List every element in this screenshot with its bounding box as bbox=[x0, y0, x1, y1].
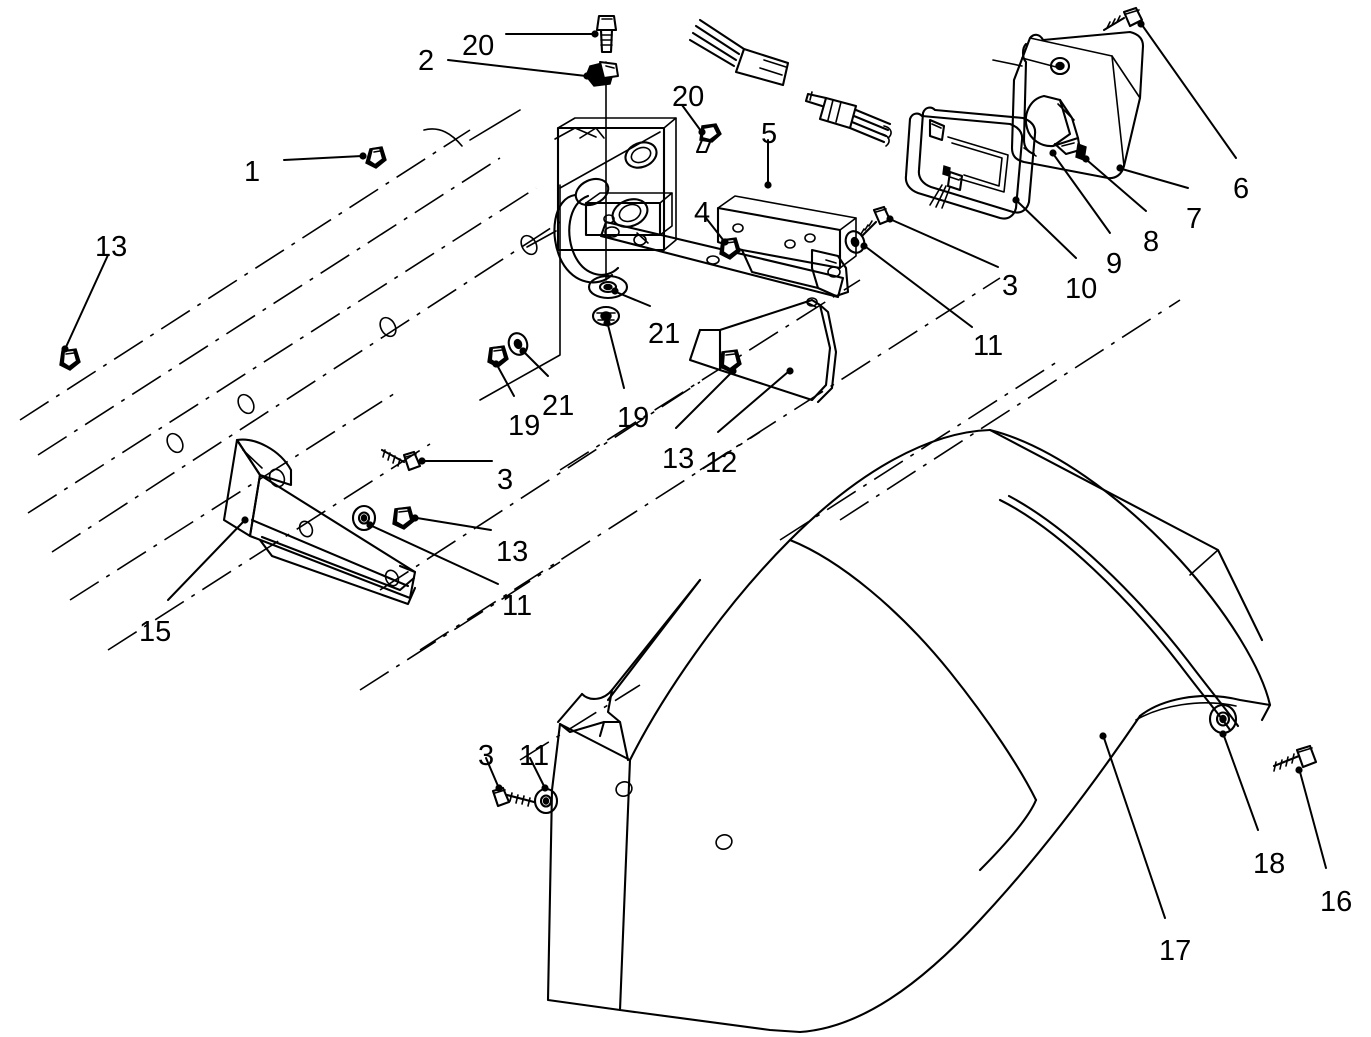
callout-number-20: 20 bbox=[462, 30, 495, 62]
support-arm-and-flap-12 bbox=[599, 220, 845, 404]
callout-number-8: 8 bbox=[1143, 226, 1160, 258]
tail-light-housing-7 bbox=[992, 30, 1145, 180]
callout-number-12: 12 bbox=[705, 447, 738, 479]
callout-number-5: 5 bbox=[761, 118, 778, 150]
callout-number-3: 3 bbox=[497, 464, 514, 496]
wire-connector bbox=[804, 91, 892, 147]
callout-number-9: 9 bbox=[1106, 248, 1123, 280]
support-bracket-15 bbox=[222, 438, 417, 606]
callout-number-1: 1 bbox=[244, 156, 261, 188]
callout-number-7: 7 bbox=[1186, 203, 1203, 235]
screw-3b bbox=[380, 448, 422, 472]
callout-number-13: 13 bbox=[662, 443, 695, 475]
callout-number-6: 6 bbox=[1233, 173, 1250, 205]
clip-nut-2 bbox=[585, 61, 619, 87]
callout-number-21: 21 bbox=[648, 318, 681, 350]
rear-fender-17 bbox=[546, 428, 1272, 1034]
screw-3a bbox=[860, 205, 892, 238]
callout-number-11: 11 bbox=[519, 740, 550, 772]
callout-number-19: 19 bbox=[617, 402, 650, 434]
tail-light-lens-10 bbox=[904, 106, 1037, 220]
lock-nut-13c bbox=[392, 506, 415, 530]
callout-number-16: 16 bbox=[1320, 886, 1353, 918]
lock-nut-13b bbox=[719, 349, 742, 373]
callout-number-18: 18 bbox=[1253, 848, 1286, 880]
push-rivet-1 bbox=[365, 146, 387, 169]
callout-number-11: 11 bbox=[973, 330, 1004, 362]
washer-11b bbox=[351, 504, 377, 532]
callout-number-17: 17 bbox=[1159, 935, 1192, 967]
flat-washer-21b bbox=[587, 274, 629, 300]
callout-number-10: 10 bbox=[1065, 273, 1098, 305]
hex-nut-19a bbox=[487, 345, 509, 368]
callout-number-15: 15 bbox=[139, 616, 172, 648]
long-screw-6 bbox=[1102, 6, 1144, 32]
hex-bolt-20b bbox=[695, 123, 722, 154]
callout-number-3: 3 bbox=[1002, 270, 1019, 302]
callout-number-21: 21 bbox=[542, 390, 575, 422]
callout-number-13: 13 bbox=[95, 231, 128, 263]
washer-11c bbox=[533, 787, 559, 815]
chassis-frame-phantom bbox=[19, 129, 1181, 761]
callout-number-2: 2 bbox=[418, 45, 435, 77]
washer-11a bbox=[844, 230, 866, 254]
callout-number-3: 3 bbox=[478, 740, 495, 772]
callout-number-4: 4 bbox=[694, 197, 711, 229]
hex-bolt-20a bbox=[595, 14, 618, 54]
lock-nut-13a bbox=[59, 348, 81, 371]
callout-number-13: 13 bbox=[496, 536, 529, 568]
frame-rail bbox=[166, 109, 661, 454]
wire-harness bbox=[688, 18, 790, 87]
license-plate-bracket-5 bbox=[716, 195, 857, 298]
fender-mount-plate bbox=[553, 117, 677, 284]
fender-bolt-16 bbox=[1272, 744, 1318, 772]
callout-number-20: 20 bbox=[672, 81, 705, 113]
callout-number-19: 19 bbox=[508, 410, 541, 442]
callout-number-11: 11 bbox=[502, 590, 533, 622]
callout-leaders bbox=[61, 20, 1327, 919]
